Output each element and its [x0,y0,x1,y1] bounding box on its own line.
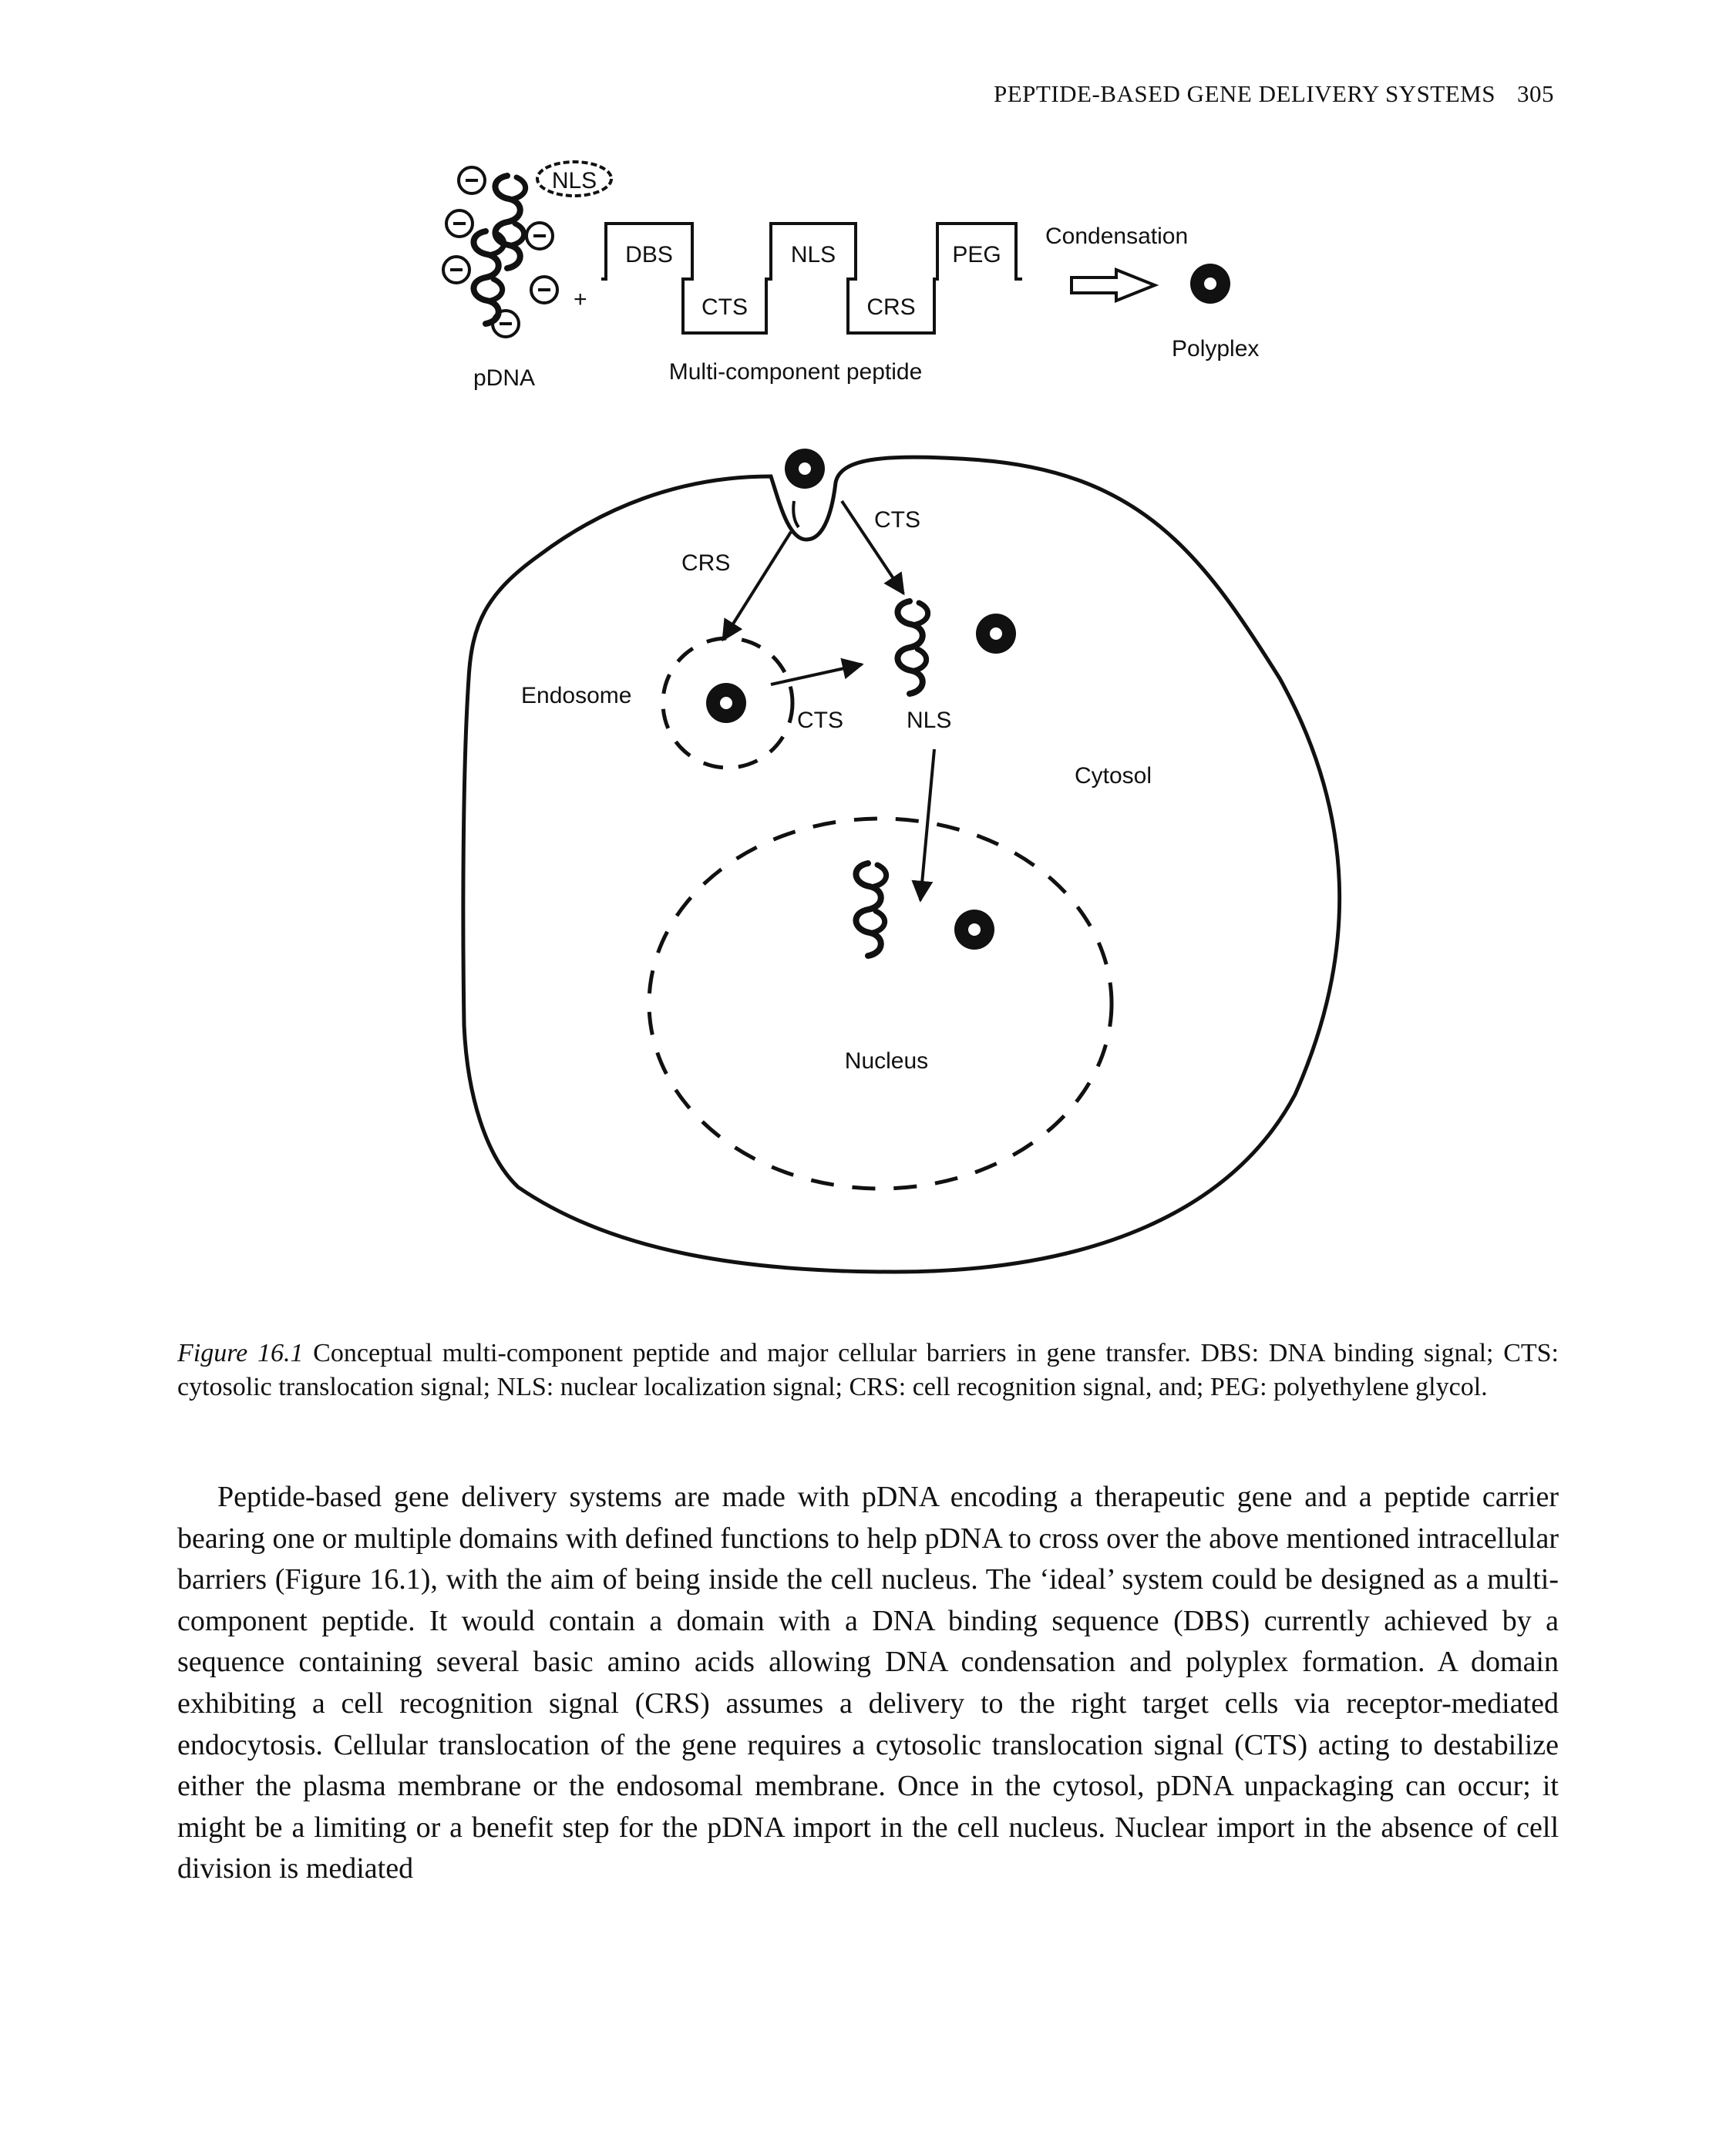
multi-component-peptide: DBS NLS PEG CTS CRS Multi-component pept… [601,222,1022,385]
nuclear-import-arrow [911,748,936,903]
cts-label-top: CTS [874,507,920,533]
nucleus [647,816,1114,1191]
nucleus-label: Nucleus [845,1048,928,1074]
endosome-polyplex-icon [706,683,746,723]
pdna-nls-tag-outline [536,160,613,197]
cytosol-pdna-icon [897,601,927,694]
cts-label-endosome: CTS [797,708,843,733]
crs-arrow [722,530,792,642]
page-number: 305 [1517,80,1554,107]
pdna-label: pDNA [473,365,535,391]
condensation-step: Condensation Polyplex [1045,224,1259,362]
domain-dbs: DBS [625,242,673,267]
figure-16-1: NLS + pDNA DBS NLS PEG CTS CRS Multi-com… [442,160,1342,1274]
nucleus-pdna-icon [856,863,886,956]
polyplex-entry-icon [785,449,825,489]
figure-caption-text: Conceptual multi-component peptide and m… [177,1339,1559,1401]
cell-membrane [461,455,1342,1274]
condensation-label: Condensation [1045,224,1188,249]
plus-sign: + [574,287,587,312]
polyplex-label: Polyplex [1172,336,1259,362]
domain-crs: CRS [866,294,915,320]
figure-caption-label: Figure 16.1 [177,1339,304,1367]
endosome [661,636,795,770]
nls-label: NLS [907,708,951,733]
peptide-label: Multi-component peptide [669,359,923,385]
crs-label: CRS [681,550,730,576]
endosome-escape-arrow [770,658,864,686]
endosome-label: Endosome [521,683,631,708]
pdna-illustration: NLS + pDNA [442,160,613,391]
condensation-arrow [1070,267,1159,303]
nucleus-polyplex-icon [954,910,994,950]
body-paragraph: Peptide-based gene delivery systems are … [177,1481,1559,1885]
figure-caption: Figure 16.1 Conceptual multi-component p… [177,1337,1559,1404]
cytosol-label: Cytosol [1075,763,1152,789]
domain-peg: PEG [952,242,1001,267]
pdna-nls-tag: NLS [552,168,597,193]
running-head: PEPTIDE-BASED GENE DELIVERY SYSTEMS 305 [994,80,1554,108]
cytosol-polyplex-icon [976,614,1016,654]
cts-arrow-top [840,499,905,596]
domain-cts: CTS [701,294,748,320]
domain-nls: NLS [791,242,836,267]
polyplex-icon [1190,264,1230,304]
running-title: PEPTIDE-BASED GENE DELIVERY SYSTEMS [993,80,1495,107]
